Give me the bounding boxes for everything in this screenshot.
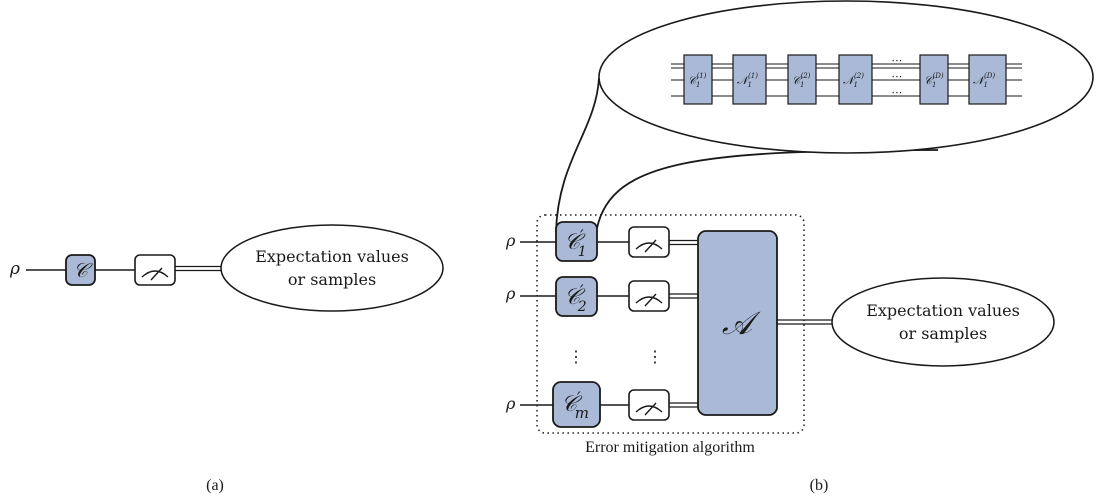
caption-a: (a) — [206, 477, 224, 494]
measurement-icon — [628, 226, 670, 258]
zoom-line-right — [596, 149, 939, 229]
zoom-gate — [919, 54, 949, 105]
zoom-gate-label-6: 𝒩1(D) — [973, 72, 995, 89]
output-line-1: Expectation values — [866, 301, 1020, 320]
measurement-icon — [628, 280, 670, 312]
panel-a: ρ 𝒞 Expectation values or samples (a) — [9, 224, 444, 494]
error-mitigation-boundary — [536, 214, 805, 434]
algorithm-block — [697, 230, 778, 416]
vertical-ellipsis: ⋮ — [568, 347, 584, 366]
output-line-2: or samples — [288, 270, 376, 289]
zoom-gate-label-5: 𝒞1(D) — [924, 72, 944, 89]
rho-label: ρ — [505, 231, 516, 250]
noisy-gate-m-label: 𝒞′m — [561, 388, 589, 422]
vertical-ellipsis: ⋮ — [647, 347, 663, 366]
rho-label: ρ — [505, 284, 516, 303]
error-mitigation-label: Error mitigation algorithm — [585, 439, 755, 456]
zoom-gate — [838, 54, 873, 105]
zoom-ellipsis: ⋯ — [891, 86, 902, 99]
noisy-gate-1-label: 𝒞′1 — [564, 226, 587, 260]
caption-b: (b) — [810, 477, 829, 494]
zoom-ellipsis: ⋯ — [891, 54, 902, 67]
rho-label: ρ — [505, 394, 516, 413]
rho-label: ρ — [9, 259, 20, 279]
zoom-gate-label-1: 𝒞1(1) — [688, 72, 707, 89]
zoom-gate-label-2: 𝒩1(1) — [737, 72, 758, 89]
zoom-circuit: 𝒞1(1) 𝒩1(1) 𝒞1(2) 𝒩1(2) 𝒞1(D) 𝒩1(D) ⋯ ⋯ … — [671, 54, 1022, 105]
output-line-2: or samples — [899, 324, 987, 343]
output-ellipse — [220, 224, 444, 312]
zoom-gate — [683, 54, 713, 105]
zoom-gate-label-3: 𝒞1(2) — [792, 72, 811, 89]
zoom-gate-label-4: 𝒩1(2) — [843, 72, 864, 89]
noisy-gate-2-label: 𝒞′2 — [564, 281, 587, 315]
measurement-icon — [628, 389, 670, 421]
zoom-gate — [732, 54, 767, 105]
zoom-gate — [968, 54, 1007, 105]
zoom-gate — [787, 54, 817, 105]
output-ellipse — [831, 277, 1055, 367]
output-line-1: Expectation values — [255, 247, 409, 266]
zoom-ellipsis: ⋯ — [891, 70, 902, 83]
zoom-line-left — [555, 77, 600, 233]
panel-b: 𝒞1(1) 𝒩1(1) 𝒞1(2) 𝒩1(2) 𝒞1(D) 𝒩1(D) ⋯ ⋯ … — [505, 0, 1094, 494]
measurement-icon — [134, 254, 176, 286]
